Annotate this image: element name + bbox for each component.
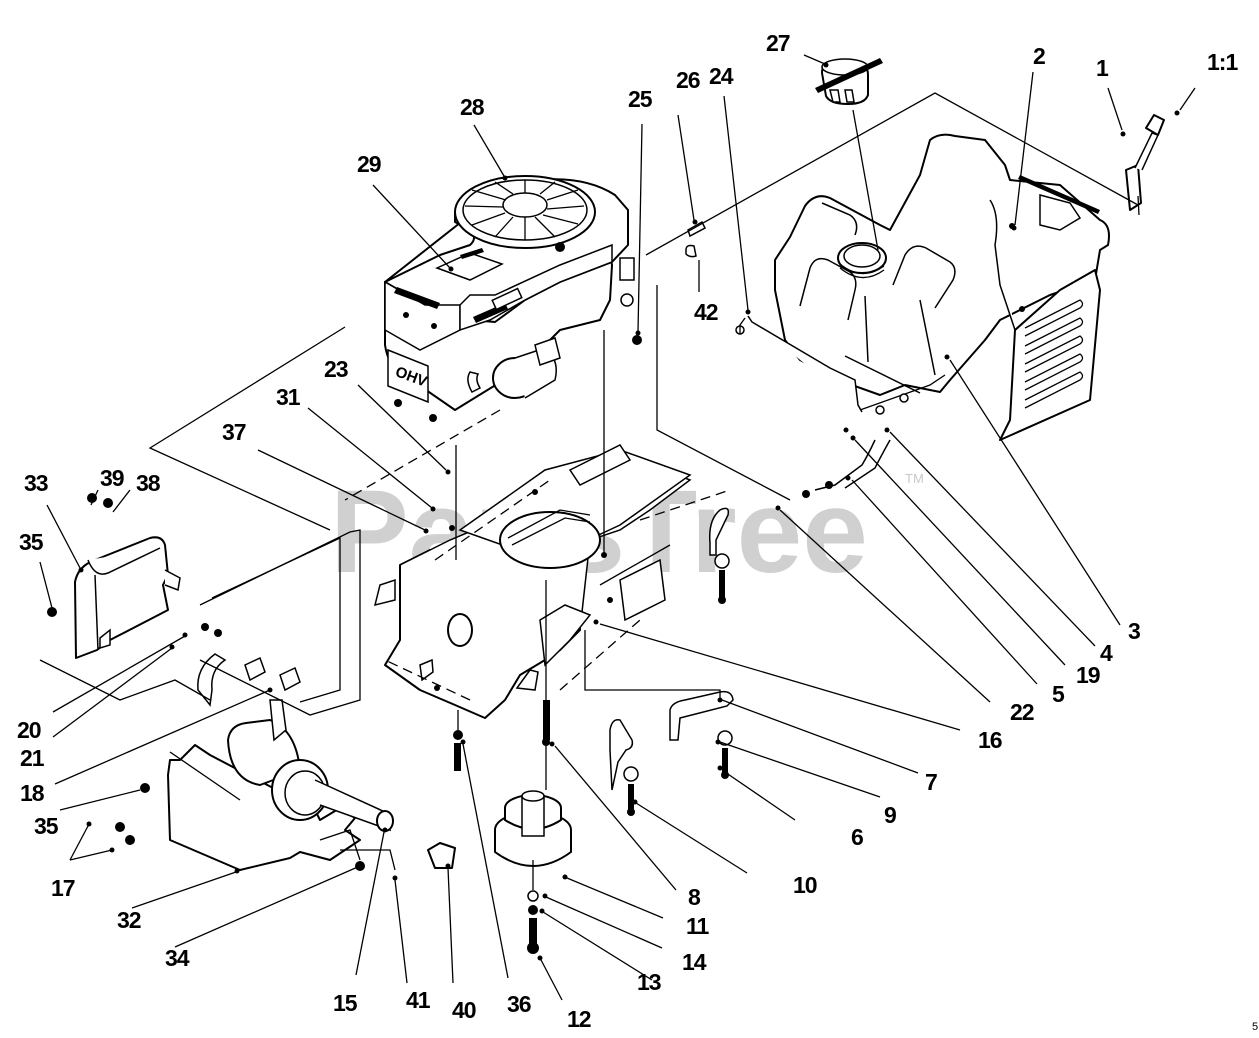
callout-2[interactable]: 2 — [1033, 43, 1046, 69]
callout-29[interactable]: 29 — [357, 151, 382, 177]
callout-10[interactable]: 10 — [793, 872, 818, 898]
callout-19[interactable]: 19 — [1076, 662, 1101, 688]
callout-labels: 1:1 1 2 3 4 19 5 22 16 7 9 6 10 8 11 14 … — [17, 30, 1239, 1032]
callout-22[interactable]: 22 — [1010, 699, 1035, 725]
callout-15[interactable]: 15 — [333, 990, 359, 1016]
engine-illustration[interactable]: OHV — [384, 175, 635, 422]
callout-1[interactable]: 1 — [1096, 55, 1110, 81]
fuel-line-illustration[interactable] — [802, 374, 946, 498]
callout-32[interactable]: 32 — [117, 907, 142, 933]
callout-42[interactable]: 42 — [694, 299, 719, 325]
corner-mark: 5 — [1252, 1021, 1258, 1033]
callout-38[interactable]: 38 — [136, 470, 162, 496]
callout-18[interactable]: 18 — [20, 780, 46, 806]
throttle-rod-illustration[interactable] — [735, 315, 863, 413]
callout-35-upper[interactable]: 35 — [19, 529, 45, 555]
callout-12[interactable]: 12 — [567, 1006, 592, 1032]
assembly-lines — [39, 92, 1139, 890]
watermark-trademark: TM — [905, 471, 924, 486]
callout-37[interactable]: 37 — [222, 419, 247, 445]
callout-7[interactable]: 7 — [925, 769, 938, 795]
callout-41[interactable]: 41 — [406, 987, 432, 1013]
throttle-control-illustration[interactable] — [1125, 114, 1165, 216]
callout-4[interactable]: 4 — [1100, 640, 1114, 666]
callout-17[interactable]: 17 — [51, 875, 76, 901]
callout-20[interactable]: 20 — [17, 717, 42, 743]
callout-14[interactable]: 14 — [682, 949, 708, 975]
fuel-cap-illustration[interactable] — [815, 58, 883, 105]
fuel-tank-illustration[interactable] — [774, 133, 1110, 441]
frame-mount-illustration[interactable] — [373, 444, 692, 719]
callout-8[interactable]: 8 — [688, 884, 702, 910]
callout-24[interactable]: 24 — [709, 63, 735, 89]
callout-16[interactable]: 16 — [978, 727, 1003, 753]
callout-36[interactable]: 36 — [507, 991, 532, 1017]
callout-33[interactable]: 33 — [24, 470, 49, 496]
callout-27[interactable]: 27 — [766, 30, 791, 56]
callout-35-lower[interactable]: 35 — [34, 813, 60, 839]
leader-lines — [39, 54, 1196, 1001]
callout-31[interactable]: 31 — [276, 384, 302, 410]
callout-23[interactable]: 23 — [324, 356, 349, 382]
callout-5[interactable]: 5 — [1052, 681, 1066, 707]
callout-13[interactable]: 13 — [637, 969, 662, 995]
callout-34[interactable]: 34 — [165, 945, 191, 971]
callout-21[interactable]: 21 — [20, 745, 46, 771]
callout-11[interactable]: 11 — [686, 913, 711, 939]
callout-40[interactable]: 40 — [452, 997, 477, 1023]
muffler-illustration[interactable] — [115, 623, 456, 871]
callout-25[interactable]: 25 — [628, 86, 654, 112]
callout-1-1[interactable]: 1:1 — [1207, 49, 1239, 75]
pulley-illustration[interactable] — [494, 790, 572, 954]
callout-3[interactable]: 3 — [1128, 618, 1141, 644]
callout-28[interactable]: 28 — [460, 94, 486, 120]
mount-bracket-illustration[interactable] — [453, 507, 734, 816]
callout-6[interactable]: 6 — [851, 824, 864, 850]
callout-26[interactable]: 26 — [676, 67, 701, 93]
callout-9[interactable]: 9 — [884, 802, 897, 828]
callout-39[interactable]: 39 — [100, 465, 125, 491]
small-hardware-illustration[interactable] — [632, 220, 706, 345]
side-cover-illustration[interactable] — [47, 493, 181, 659]
